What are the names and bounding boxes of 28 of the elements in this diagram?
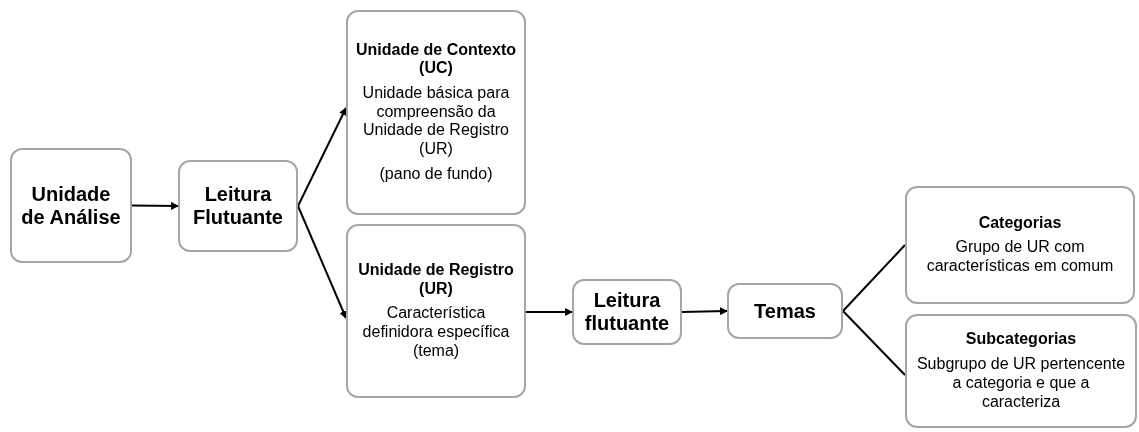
arrow xyxy=(131,201,179,210)
box-text: Característica definidora específica (tema) xyxy=(361,304,511,361)
box-heading: Subcategorias xyxy=(965,330,1077,349)
arrow xyxy=(681,307,728,316)
process-box xyxy=(178,160,298,252)
process-box xyxy=(346,10,526,215)
arrow xyxy=(525,308,573,316)
process-box xyxy=(572,279,682,345)
process-box xyxy=(905,186,1135,304)
arrow xyxy=(297,205,347,319)
box-text: Grupo de UR com características em comum xyxy=(925,238,1115,277)
box-heading: Leitura Flutuante xyxy=(192,183,284,229)
box-heading: Unidade de Contexto (UC) xyxy=(355,40,517,78)
process-box xyxy=(346,224,526,398)
connector-line xyxy=(842,310,906,376)
box-text: (pano de fundo) xyxy=(379,165,493,185)
box-heading: Leitura flutuante xyxy=(583,289,671,335)
box-heading: Unidade de Registro (UR) xyxy=(357,261,515,299)
process-box xyxy=(10,148,132,263)
box-text: Unidade básica para compreensão da Unidade de Registro (UR) xyxy=(361,83,511,160)
process-box xyxy=(905,314,1137,428)
box-heading: Temas xyxy=(754,299,816,323)
box-heading: Categorias xyxy=(978,213,1062,233)
arrow xyxy=(297,107,347,207)
process-box xyxy=(727,283,843,339)
box-text: Subgrupo de UR pertencente a categoria e que a caracteriza xyxy=(915,354,1127,412)
box-heading: Unidade de Análise xyxy=(20,182,122,229)
connector-line xyxy=(842,244,906,312)
